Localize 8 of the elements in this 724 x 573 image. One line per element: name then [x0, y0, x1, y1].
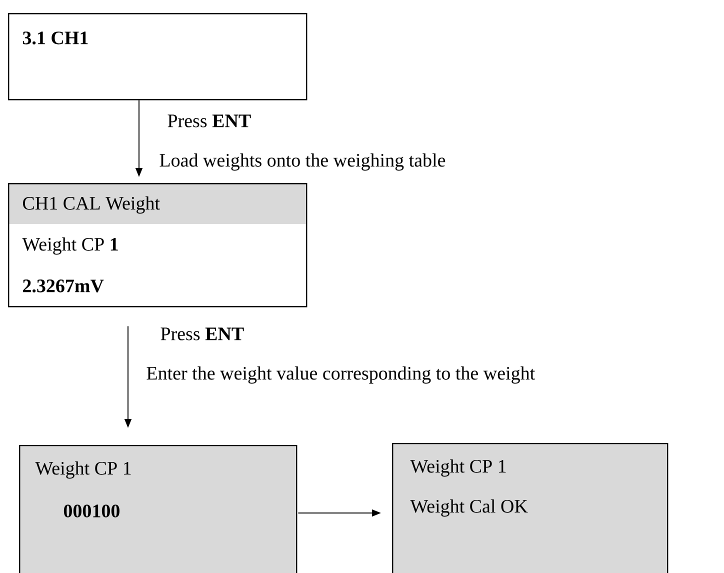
instruction-text: Load weights onto the weighing table	[160, 153, 446, 171]
edge-label: Press ENT	[166, 114, 252, 128]
instruction-text: Enter the weight value corresponding to the weight	[146, 366, 535, 384]
screen-box: CH1 CAL Weight Weight CP 1 2.3267mV	[8, 183, 308, 308]
screen-box: Weight CP 1 Weight Cal OK	[392, 442, 668, 573]
screen-box: Weight CP 1 000100	[19, 444, 298, 573]
edge-label: Press ENT	[159, 326, 246, 342]
screen-box: 3.1 CH1	[8, 13, 308, 100]
